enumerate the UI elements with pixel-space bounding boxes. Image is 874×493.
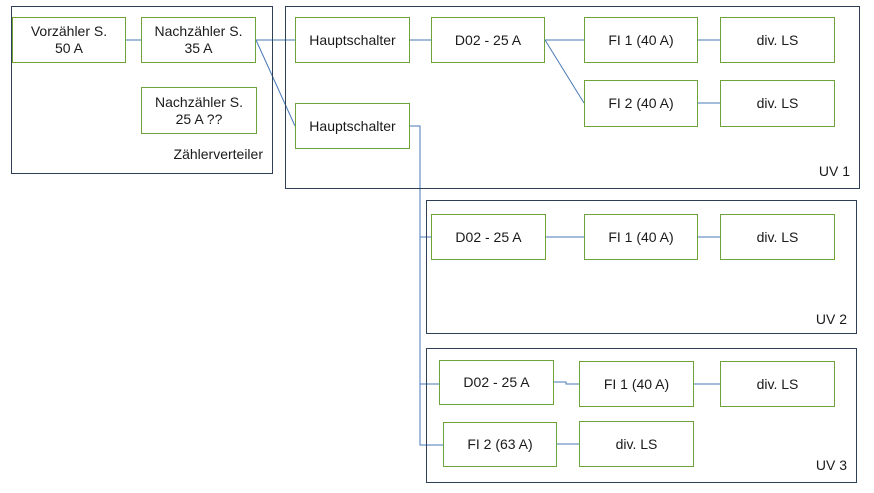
node-uv3-fi1: FI 1 (40 A) <box>579 361 694 407</box>
group-label-uv2: UV 2 <box>815 311 847 327</box>
wire-uv3-d02-fi1 <box>554 381 579 385</box>
group-label-uv3: UV 3 <box>815 457 847 473</box>
node-uv3-ls2: div. LS <box>579 421 694 467</box>
group-label-zaehlerverteiler: Zählerverteiler <box>173 146 263 162</box>
node-uv1-ls1: div. LS <box>720 17 835 63</box>
group-uv1: UV 1 <box>285 6 860 189</box>
node-uv2-d02: D02 - 25 A <box>431 214 546 260</box>
group-uv3: UV 3 <box>426 348 857 483</box>
node-uv3-ls1: div. LS <box>720 361 835 407</box>
wire-nachzaehler-hauptschalter-2 <box>255 39 296 127</box>
node-uv3-d02: D02 - 25 A <box>439 360 554 405</box>
node-nachzaehler-35a: Nachzähler S. 35 A <box>141 17 256 63</box>
node-uv2-fi1: FI 1 (40 A) <box>584 214 698 260</box>
group-label-uv1: UV 1 <box>818 163 850 179</box>
node-uv3-fi2: FI 2 (63 A) <box>443 422 557 467</box>
group-uv2: UV 2 <box>426 200 857 334</box>
wire-hauptschalter-2-bus <box>410 125 443 446</box>
node-uv1-ls2: div. LS <box>720 80 835 127</box>
node-uv1-fi1: FI 1 (40 A) <box>584 17 698 63</box>
node-uv2-ls: div. LS <box>720 214 835 260</box>
node-uv1-hauptschalter: Hauptschalter <box>295 17 410 63</box>
node-uv1-d02: D02 - 25 A <box>431 17 545 63</box>
node-vorzaehler: Vorzähler S. 50 A <box>12 17 126 63</box>
group-zaehlerverteiler: Zählerverteiler <box>11 6 273 174</box>
wire-uv1-d02-fi2 <box>544 39 585 104</box>
node-uv1-fi2: FI 2 (40 A) <box>584 80 698 127</box>
node-hauptschalter-2: Hauptschalter <box>295 103 410 149</box>
node-nachzaehler-25a: Nachzähler S. 25 A ?? <box>141 87 257 134</box>
